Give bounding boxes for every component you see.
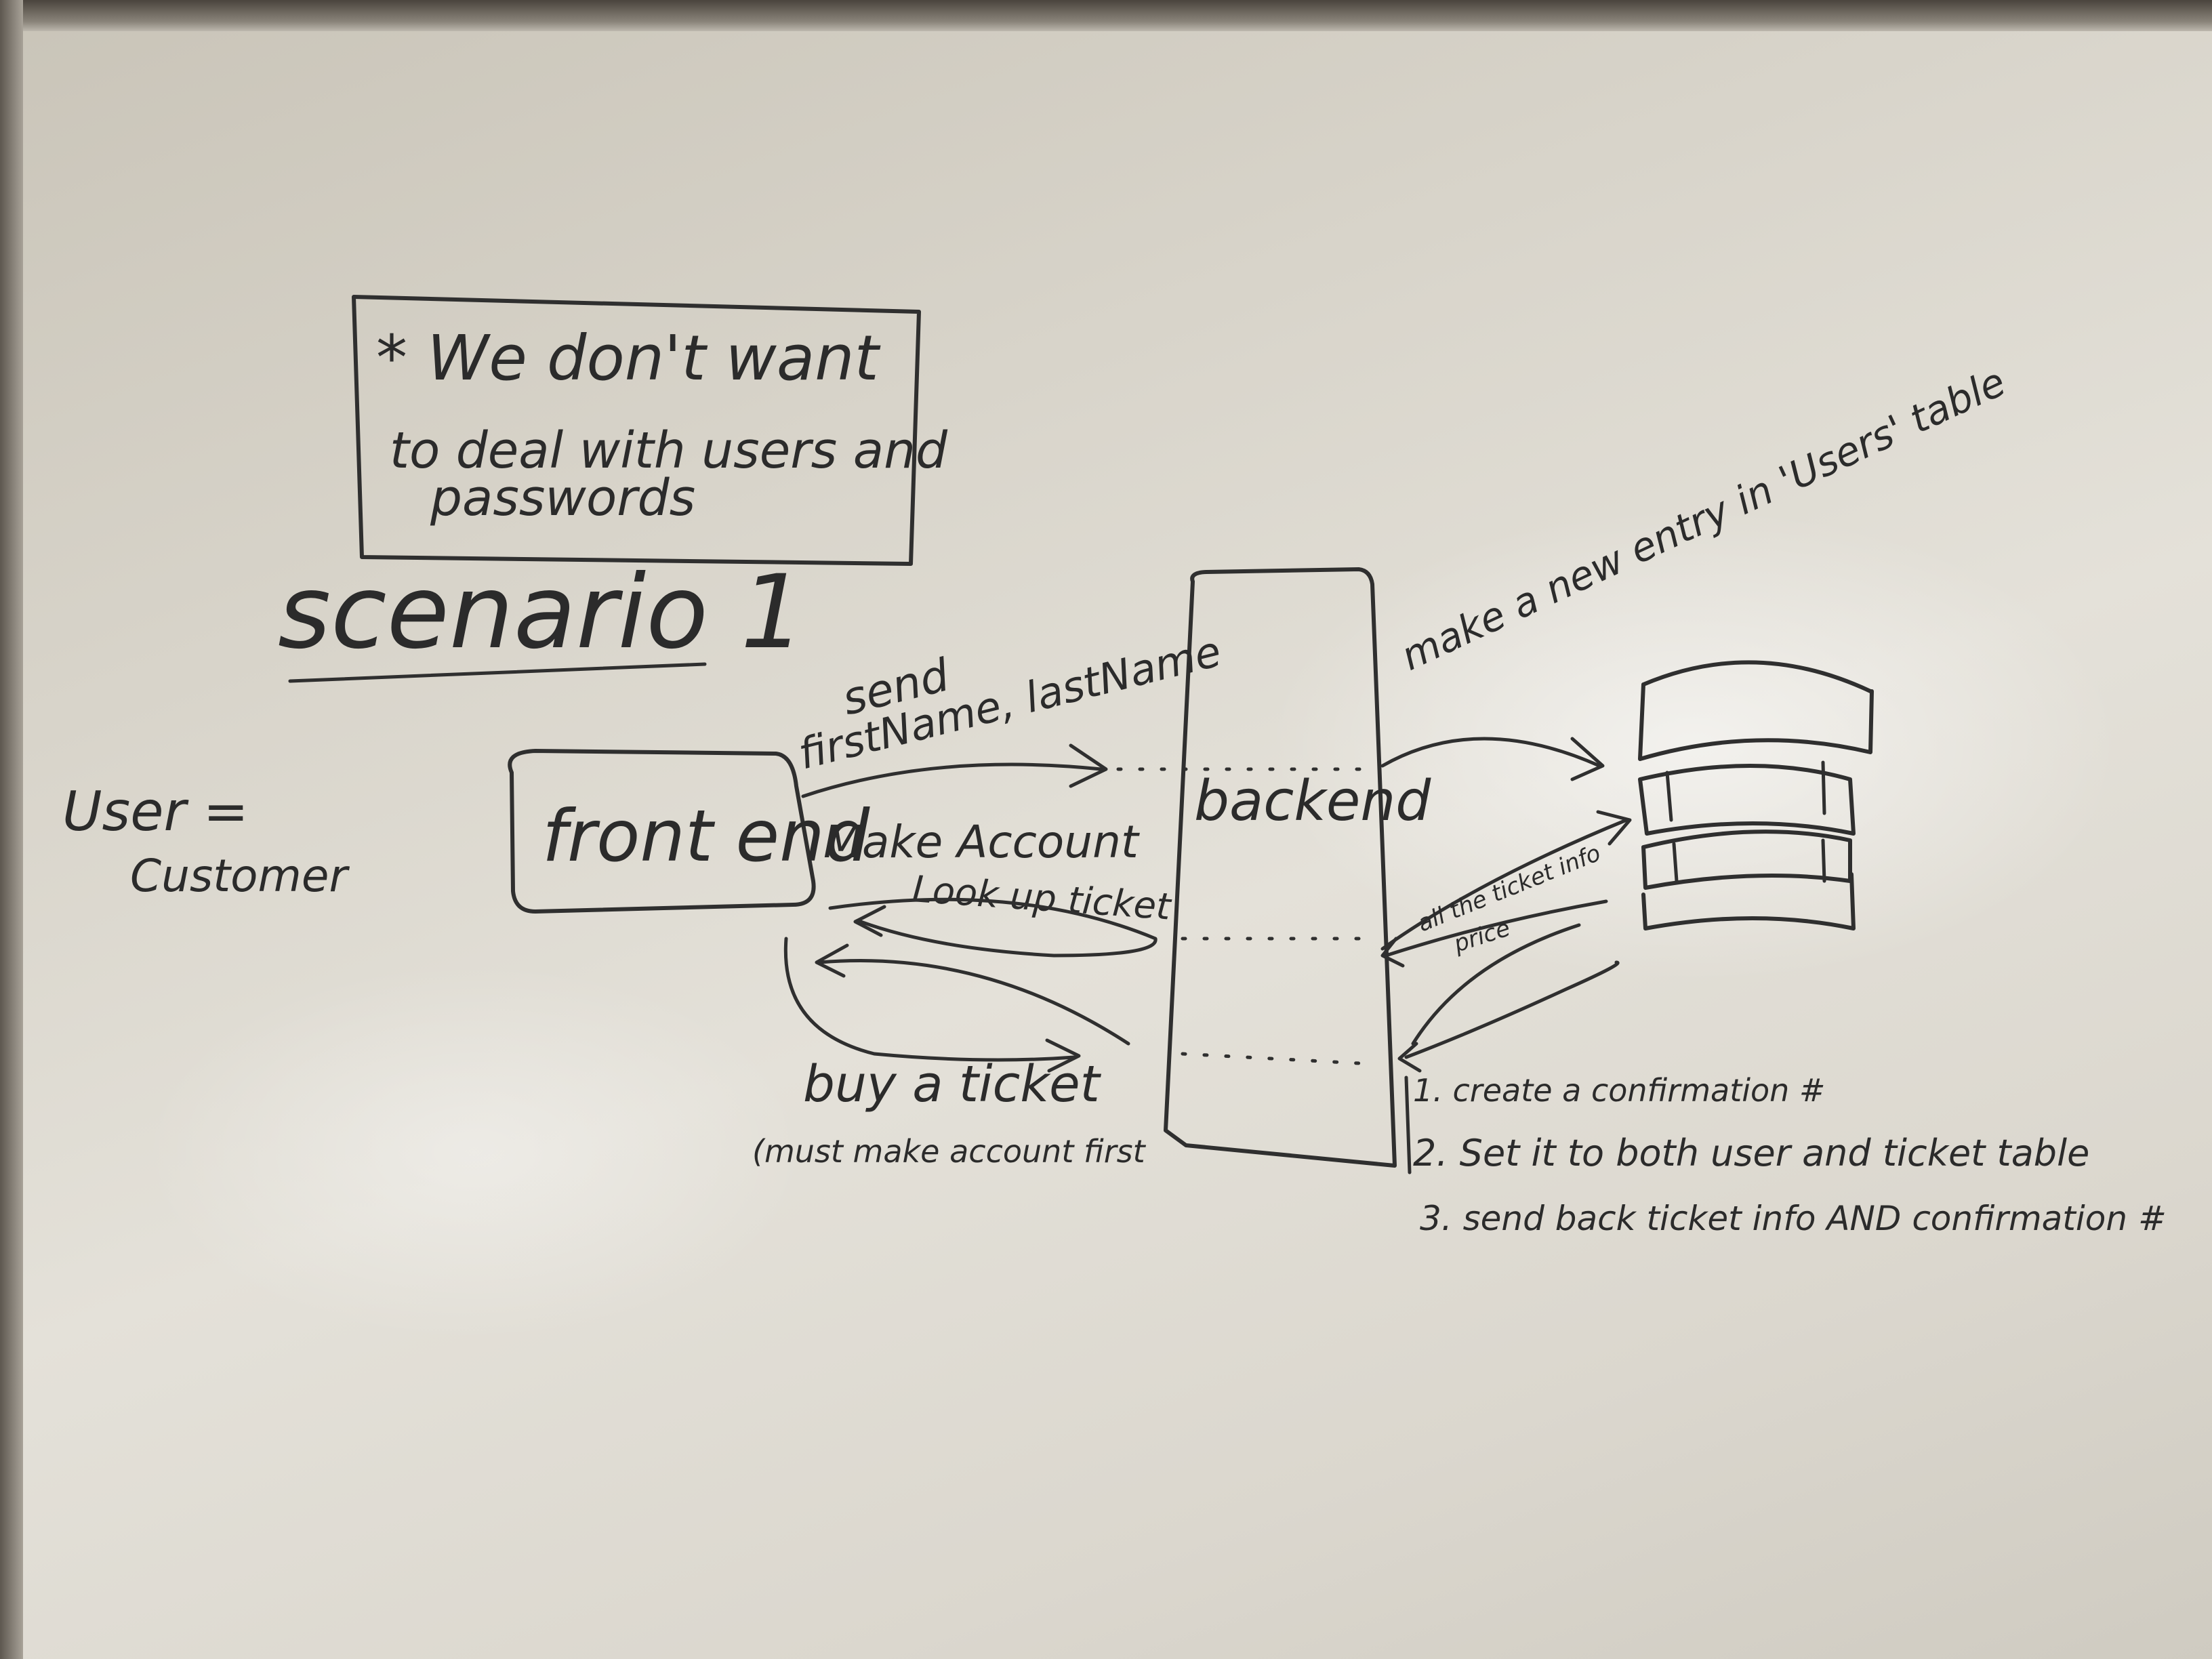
backend-label: backend xyxy=(1194,769,1431,834)
definition-line-2: Customer xyxy=(130,850,350,902)
page-title: scenario 1 xyxy=(278,554,805,672)
database-icon xyxy=(1638,660,1874,930)
note-line-2: to deal with users and xyxy=(390,422,948,480)
buy-ticket-arrow: buy a ticket (must make account first xyxy=(752,937,1374,1170)
frontend-node: front end xyxy=(508,749,871,914)
note-box: * We don't want to deal with users and p… xyxy=(352,295,948,566)
note-line-1: * We don't want xyxy=(376,322,881,394)
confirmation-arrow xyxy=(1397,923,1620,1073)
user-definition: User = Customer xyxy=(62,780,350,902)
db-entry-arrow: make a new entry in 'Users' table xyxy=(1380,359,2012,781)
backend-node: backend xyxy=(1164,567,1431,1168)
page-title-group: scenario 1 xyxy=(278,554,805,683)
note-line-3: passwords xyxy=(430,469,695,527)
definition-line-1: User = xyxy=(62,780,249,843)
step-2: 2. Set it to both user and ticket table xyxy=(1413,1132,2089,1174)
look-up-ticket-arrow: Look up ticket xyxy=(828,867,1374,958)
step-1: 1. create a confirmation # xyxy=(1413,1072,1825,1109)
buy-ticket-note: (must make account first xyxy=(752,1133,1147,1170)
steps-list: 1. create a confirmation # 2. Set it to … xyxy=(1404,1072,2167,1238)
frontend-label: front end xyxy=(542,795,871,878)
db-entry-label: make a new entry in 'Users' table xyxy=(1394,359,2012,680)
whiteboard-frame-left xyxy=(0,0,23,1659)
buy-ticket-label: buy a ticket xyxy=(803,1055,1102,1113)
step-3: 3. send back ticket info AND confirmatio… xyxy=(1420,1199,2167,1238)
whiteboard-frame-top xyxy=(0,0,2212,31)
make-account-label: Make Account xyxy=(823,816,1140,868)
